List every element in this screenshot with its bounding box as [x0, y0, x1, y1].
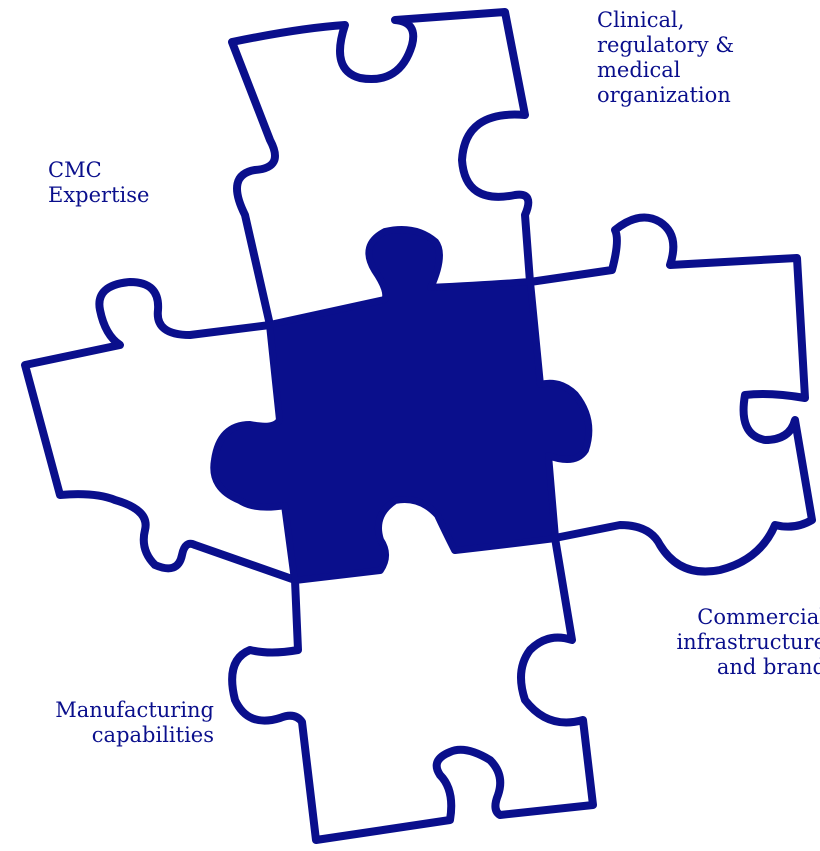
- label-cmc-expertise: CMC Expertise: [48, 158, 150, 207]
- label-clinical-regulatory-medical: Clinical, regulatory & medical organizat…: [597, 8, 735, 107]
- label-manufacturing-capabilities: Manufacturing capabilities: [55, 698, 214, 747]
- label-commercial-infrastructure: Commercial infrastructure and brand: [676, 605, 820, 679]
- puzzle-piece-center: [211, 227, 592, 583]
